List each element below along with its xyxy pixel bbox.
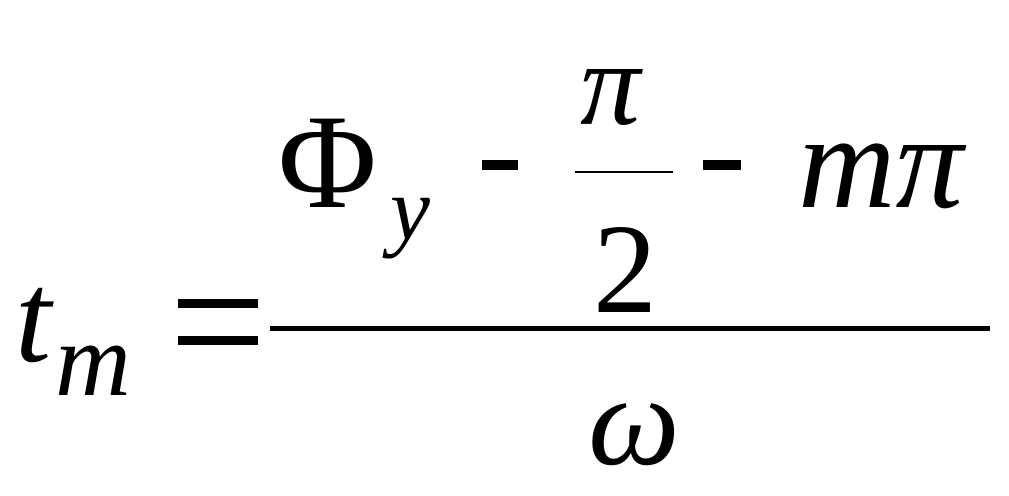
omega-denominator: ω (588, 349, 680, 493)
pi-numerator: π (580, 17, 641, 150)
minus-sign-2 (703, 160, 741, 170)
phi-symbol: Φ (278, 88, 377, 237)
m-pi-term: mπ (798, 88, 964, 237)
phi-subscript-y: y (390, 160, 430, 259)
main-fraction-line (270, 326, 990, 331)
two-denominator: 2 (593, 198, 657, 340)
lhs-variable-t: t (15, 246, 52, 390)
lhs-subscript-m: m (55, 301, 131, 418)
minus-sign-1 (482, 160, 518, 170)
inner-fraction-line (575, 171, 673, 173)
